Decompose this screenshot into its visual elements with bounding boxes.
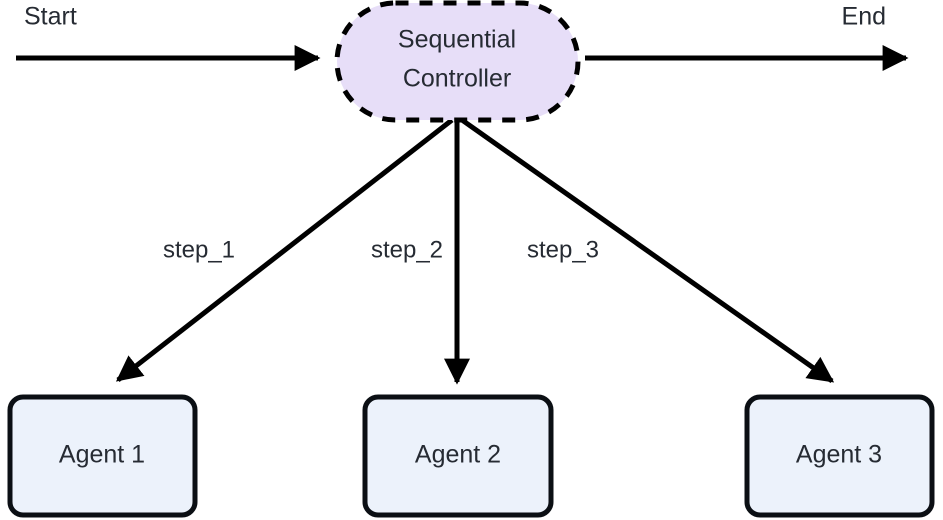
controller-label-line1: Sequential (398, 26, 516, 54)
controller-shape[interactable] (334, 0, 581, 123)
agent-3-label: Agent 3 (796, 441, 882, 469)
node-agent-2[interactable]: Agent 2 (362, 394, 554, 518)
agent-2-label: Agent 2 (415, 441, 501, 469)
step-3-arrow-line (460, 117, 835, 384)
edge-label-step-3: step_3 (527, 236, 599, 263)
edge-step-3 (460, 117, 835, 384)
step-1-arrow-line (115, 118, 454, 382)
agent-2-shape[interactable] (362, 394, 554, 518)
edge-label-step-2: step_2 (371, 236, 443, 263)
controller-label-line2: Controller (403, 65, 511, 93)
end-label: End (842, 3, 886, 31)
node-agent-3[interactable]: Agent 3 (744, 394, 935, 518)
node-sequential-controller[interactable]: Sequential Controller (334, 0, 581, 123)
agent-1-label: Agent 1 (59, 441, 145, 469)
agent-3-shape[interactable] (744, 394, 935, 518)
agent-1-shape[interactable] (7, 394, 198, 518)
start-label: Start (24, 3, 77, 31)
node-agent-1[interactable]: Agent 1 (7, 394, 198, 518)
edge-label-step-1: step_1 (163, 236, 235, 263)
edge-step-1 (115, 118, 454, 382)
